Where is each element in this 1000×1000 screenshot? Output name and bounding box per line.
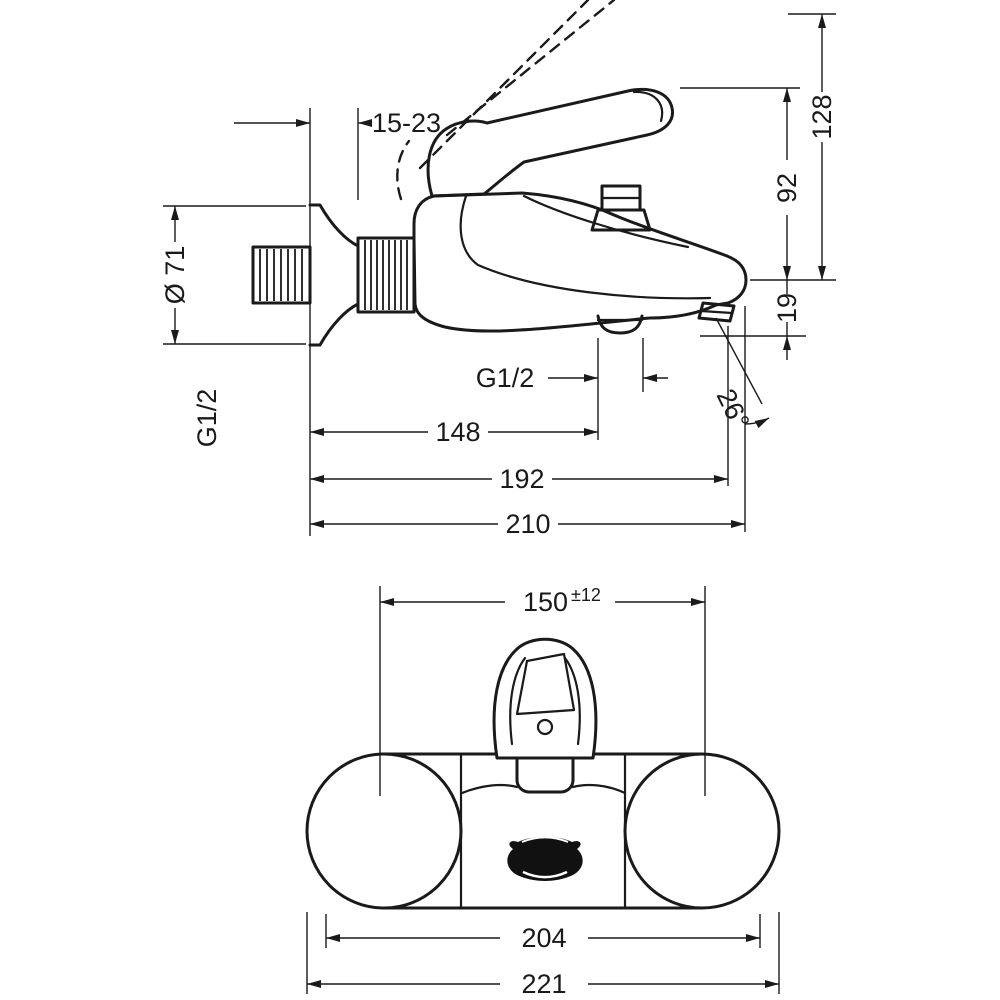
dim-total-width: 221 (307, 969, 779, 999)
dim-148-label: 148 (435, 417, 480, 447)
dim-offset: 15-23 (234, 108, 441, 138)
dim-total-projection: 210 (310, 509, 745, 539)
wall-nipple (251, 245, 312, 305)
lever-handle (426, 87, 675, 198)
outlet-thread-label: G1/2 (476, 363, 535, 393)
diverter-knob (590, 184, 652, 232)
dim-26-label: 26° (711, 384, 756, 434)
dim-wall-to-spout-end: 192 (310, 464, 728, 494)
dim-150-tolerance-label: ±12 (571, 585, 601, 605)
dim-128-label: 128 (807, 94, 837, 139)
dim-diameter-label: Ø 71 (160, 246, 190, 305)
dim-body-width: 204 (326, 923, 760, 953)
side-extension-lines (163, 13, 836, 536)
dim-outlet-thread: G1/2 (476, 363, 668, 393)
front-view: 150 ±12 204 221 (305, 585, 781, 999)
dim-offset-label: 15-23 (372, 108, 441, 138)
dim-204-label: 204 (521, 923, 566, 953)
handle-screw-hole (536, 718, 554, 736)
mixer-body (412, 191, 748, 333)
dim-192-label: 192 (499, 464, 544, 494)
spout-aerator-front (507, 836, 583, 881)
dim-221-label: 221 (521, 969, 566, 999)
dim-diameter: Ø 71 (160, 206, 190, 344)
dim-height-total: 128 (807, 14, 837, 280)
escutcheon-cone (308, 203, 360, 347)
aerator-outlet (596, 314, 644, 335)
body-contour-lines (459, 194, 712, 300)
body-front-contours (460, 783, 627, 795)
side-view: 15-23 Ø 71 G1/2 G1/2 148 192 (160, 0, 837, 539)
dim-wall-to-outlet: 148 (310, 417, 598, 447)
dim-connection-centers: 150 ±12 (380, 585, 705, 617)
handle-open-position-dashed (396, 0, 616, 201)
wall-thread-label: G1/2 (192, 389, 222, 448)
dim-spout-drop: 19 (772, 280, 802, 360)
dim-92-label: 92 (772, 173, 802, 203)
spout-tip-outlet (697, 301, 736, 323)
lever-handle-front (492, 637, 598, 760)
right-escutcheon (623, 752, 781, 910)
dim-height-handle: 92 (772, 88, 802, 280)
connection-nut (356, 236, 416, 314)
dim-210-label: 210 (505, 509, 550, 539)
left-escutcheon (305, 752, 463, 910)
dim-19-label: 19 (772, 293, 802, 323)
dim-150-label: 150 (523, 587, 568, 617)
